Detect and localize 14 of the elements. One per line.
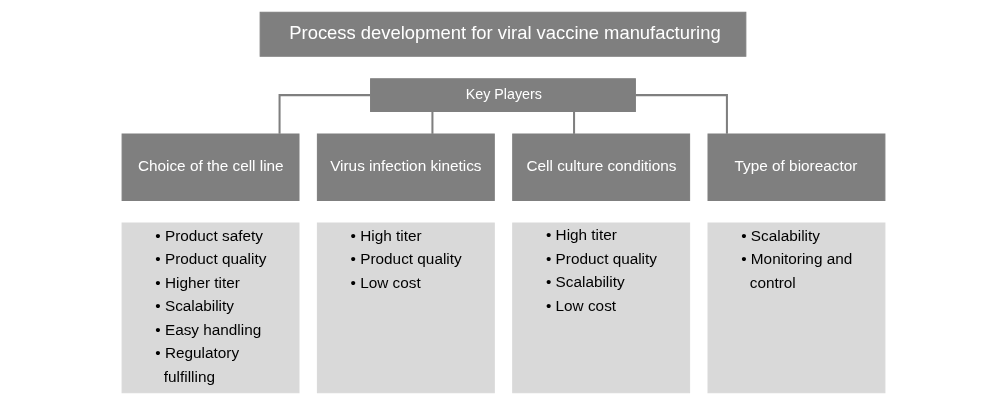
- node-box: • High titer • Product quality • Scalability • Low cost: [512, 222, 691, 394]
- connector: [278, 94, 371, 134]
- node-box: Process development for viral vaccine manufacturing: [259, 11, 747, 57]
- node-box: • High titer • Product quality • Low cost: [316, 222, 495, 394]
- node-box: • Product safety • Product quality • Higher titer • Scalability • Easy handling • Regulatory fulfilling: [121, 222, 300, 394]
- node-box: • Scalability • Monitoring and control: [707, 222, 886, 394]
- node-box: Choice of the cell line: [121, 133, 300, 201]
- node-box: Cell culture conditions: [512, 133, 691, 201]
- node-box: Virus infection kinetics: [316, 133, 495, 201]
- connector: [635, 94, 728, 134]
- node-box: Type of bioreactor: [707, 133, 886, 201]
- node-box: Key Players: [370, 78, 636, 112]
- connector: [431, 111, 434, 134]
- connector: [573, 111, 576, 134]
